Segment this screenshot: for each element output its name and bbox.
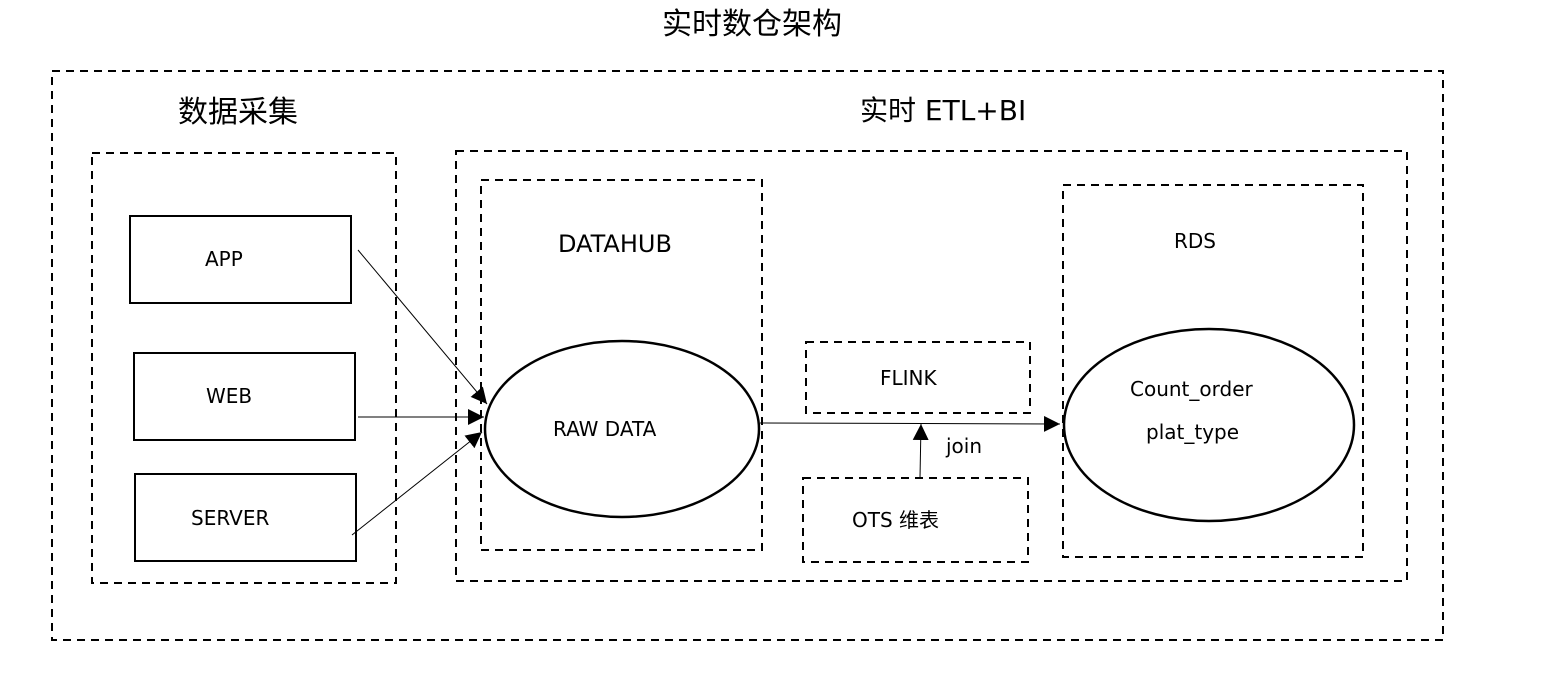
source-label-web: WEB — [206, 384, 253, 408]
flink-box — [805, 341, 1031, 414]
rds-label: RDS — [1174, 229, 1216, 253]
source-label-app: APP — [205, 247, 243, 271]
source-box-app — [129, 215, 352, 304]
join-label: join — [946, 434, 983, 458]
ots-label: OTS 维表 — [852, 508, 940, 532]
page-title: 实时数仓架构 — [662, 7, 842, 42]
rds-ellipse — [1062, 327, 1356, 523]
source-box-server — [134, 473, 357, 562]
collection-group — [91, 152, 397, 584]
flink-label: FLINK — [880, 366, 937, 390]
etl-bi-group — [455, 150, 1408, 582]
arrow-raw-to-rds — [759, 415, 1061, 432]
arrow-server-to-raw — [351, 431, 483, 536]
source-box-web — [133, 352, 356, 441]
source-label-server: SERVER — [191, 506, 270, 530]
section-label-collection: 数据采集 — [178, 95, 298, 130]
datahub-group — [480, 179, 763, 551]
section-label-etl-bi: 实时 ETL+BI — [860, 94, 1027, 127]
rds-field-plat-type: plat_type — [1146, 420, 1240, 444]
arrow-ots-join — [912, 423, 929, 479]
raw-data-ellipse — [483, 339, 761, 519]
rds-field-count-order: Count_order — [1130, 377, 1253, 401]
arrow-app-to-raw — [357, 249, 488, 405]
ots-box — [802, 477, 1029, 563]
raw-data-label: RAW DATA — [553, 417, 657, 441]
datahub-label: DATAHUB — [558, 230, 672, 258]
